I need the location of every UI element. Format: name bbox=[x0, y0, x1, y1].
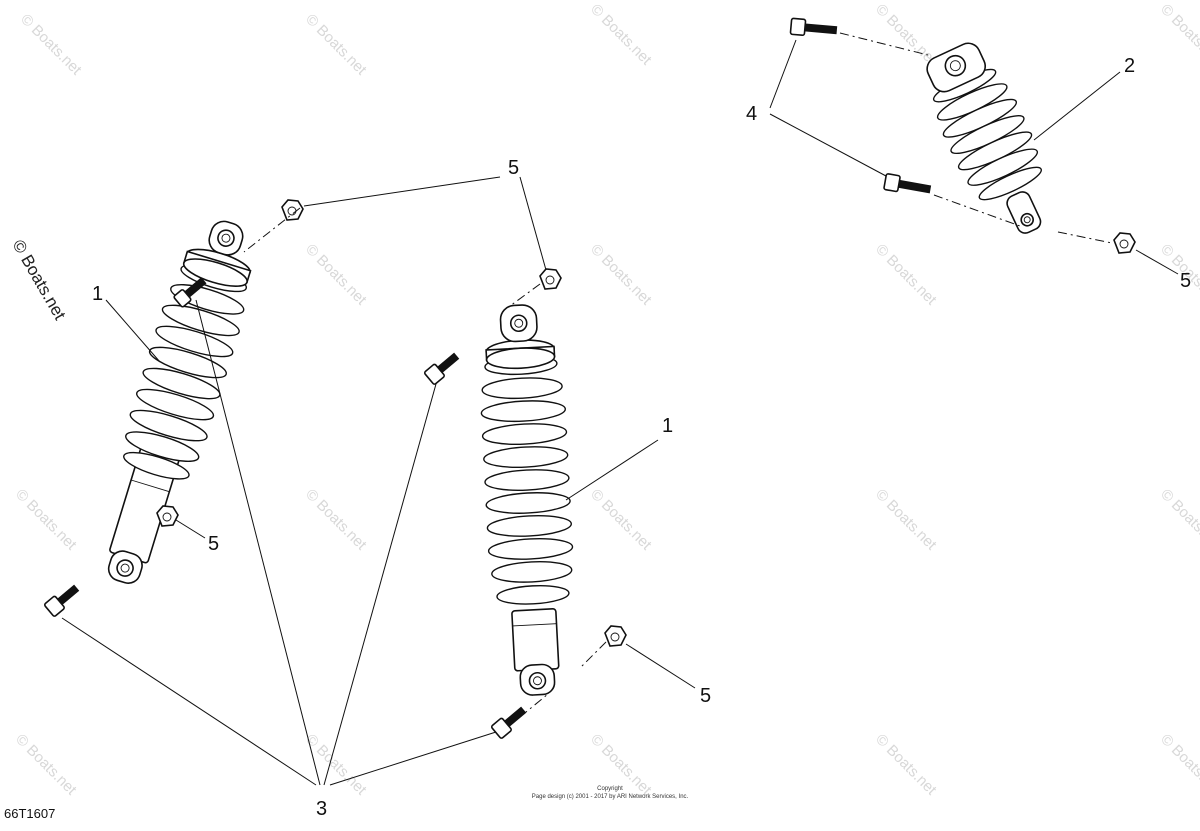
nuts bbox=[156, 199, 1136, 647]
watermark: © Boats.net bbox=[872, 486, 940, 554]
callout-1-center: 1 bbox=[662, 415, 673, 437]
callout-1-left: 1 bbox=[92, 283, 103, 305]
callout-5-left: 5 bbox=[208, 533, 219, 555]
rear-shock-absorber bbox=[926, 42, 1042, 234]
copyright-line: Page design (c) 2001 - 2017 by ARI Netwo… bbox=[531, 794, 689, 800]
watermark: © Boats.net bbox=[12, 731, 80, 799]
center-shock-absorber bbox=[480, 304, 574, 696]
watermark: © Boats.net bbox=[587, 241, 655, 309]
left-shock-absorber bbox=[107, 220, 252, 584]
callout-5-bottom: 5 bbox=[700, 685, 711, 707]
watermark: © Boats.net bbox=[587, 1, 655, 69]
watermark: © Boats.net bbox=[872, 1, 940, 69]
assembly-centerlines bbox=[243, 32, 1113, 718]
callout-3: 3 bbox=[316, 798, 327, 820]
callout-4: 4 bbox=[746, 103, 757, 125]
leader-lines bbox=[61, 39, 1179, 786]
callout-labels: 1 1 2 3 4 5 5 5 5 bbox=[92, 55, 1191, 820]
copyright-notice: Copyright Page design (c) 2001 - 2017 by… bbox=[520, 785, 700, 801]
drawing-code: 66T1607 bbox=[4, 806, 56, 821]
watermark: © Boats.net bbox=[872, 731, 940, 799]
callout-5-top: 5 bbox=[508, 157, 519, 179]
watermark-primary: © Boats.net bbox=[9, 237, 70, 324]
callout-5-rear: 5 bbox=[1180, 270, 1191, 292]
copyright-line: Copyright bbox=[597, 786, 623, 792]
callout-2: 2 bbox=[1124, 55, 1135, 77]
watermark: © Boats.net bbox=[1157, 731, 1200, 799]
bolts bbox=[43, 17, 932, 739]
watermark: © Boats.net bbox=[302, 241, 370, 309]
watermark: © Boats.net bbox=[587, 486, 655, 554]
watermark: © Boats.net bbox=[302, 11, 370, 79]
watermark: © Boats.net bbox=[17, 11, 85, 79]
watermark: © Boats.net bbox=[1157, 241, 1200, 309]
watermark: © Boats.net bbox=[12, 486, 80, 554]
watermark: © Boats.net bbox=[872, 241, 940, 309]
watermark: © Boats.net bbox=[302, 486, 370, 554]
watermark: © Boats.net bbox=[1157, 486, 1200, 554]
watermark: © Boats.net bbox=[1157, 1, 1200, 69]
